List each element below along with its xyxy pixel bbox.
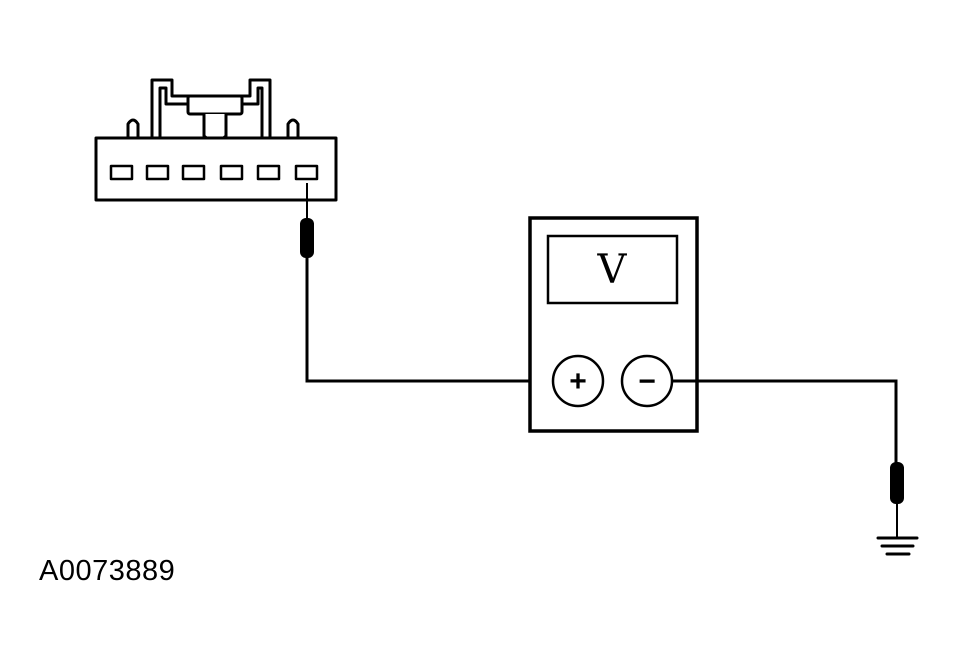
pin-cavity-3 [181, 164, 206, 181]
negative-probe-handle [890, 462, 904, 504]
pin-cavity-4 [219, 164, 244, 181]
pin-cavity-2 [145, 164, 170, 181]
ground-icon [876, 536, 919, 556]
negative-test-lead [672, 379, 904, 538]
negative-terminal-symbol: − [638, 365, 656, 398]
negative-lead-wire [672, 379, 898, 470]
multimeter-display [546, 234, 679, 305]
positive-lead-wire [305, 256, 553, 383]
positive-terminal [551, 354, 605, 408]
positive-test-lead [300, 183, 553, 383]
electrical-connector [94, 78, 338, 202]
figure-id: A0073889 [39, 555, 176, 587]
multimeter-display-label: V [597, 247, 628, 293]
pin-cavity-1 [109, 164, 134, 181]
multimeter: V + − [528, 216, 699, 433]
connector-latch-button [186, 94, 244, 116]
connector-rib-right [286, 118, 300, 138]
connector-rib-left [126, 118, 140, 138]
positive-probe-handle [300, 218, 314, 258]
pin-cavity-5 [256, 164, 281, 181]
positive-terminal-symbol: + [569, 365, 587, 398]
pin-cavity-6 [294, 164, 319, 181]
